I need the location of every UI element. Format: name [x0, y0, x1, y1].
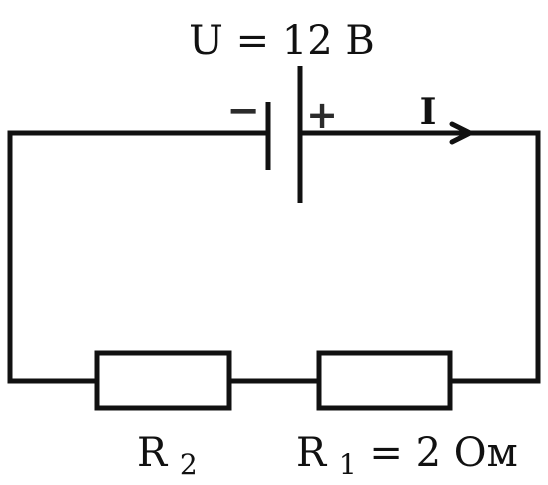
resistor-r1-name: R: [296, 430, 328, 476]
battery-negative-sign: −: [226, 88, 260, 134]
battery-symbol: [265, 66, 303, 203]
circuit-wires: [7, 130, 541, 384]
resistor-r1-subscript: 1: [339, 448, 357, 481]
current-arrow-icon: [449, 121, 473, 145]
wire-top-right: [297, 130, 541, 384]
resistor-r1: [316, 350, 453, 411]
resistor-r2: [94, 350, 232, 411]
resistor-r1-label: R 1 = 2 Ом: [296, 430, 518, 484]
resistor-r2-name: R: [137, 430, 169, 476]
current-label: I: [420, 91, 437, 133]
resistor-r1-value: = 2 Ом: [369, 430, 517, 476]
source-voltage-label: U = 12 В: [189, 18, 375, 64]
resistor-r2-label: R 2: [137, 430, 198, 481]
wire-top-left: [7, 130, 271, 384]
resistor-r2-subscript: 2: [180, 448, 198, 481]
battery-positive-sign: +: [306, 93, 338, 137]
